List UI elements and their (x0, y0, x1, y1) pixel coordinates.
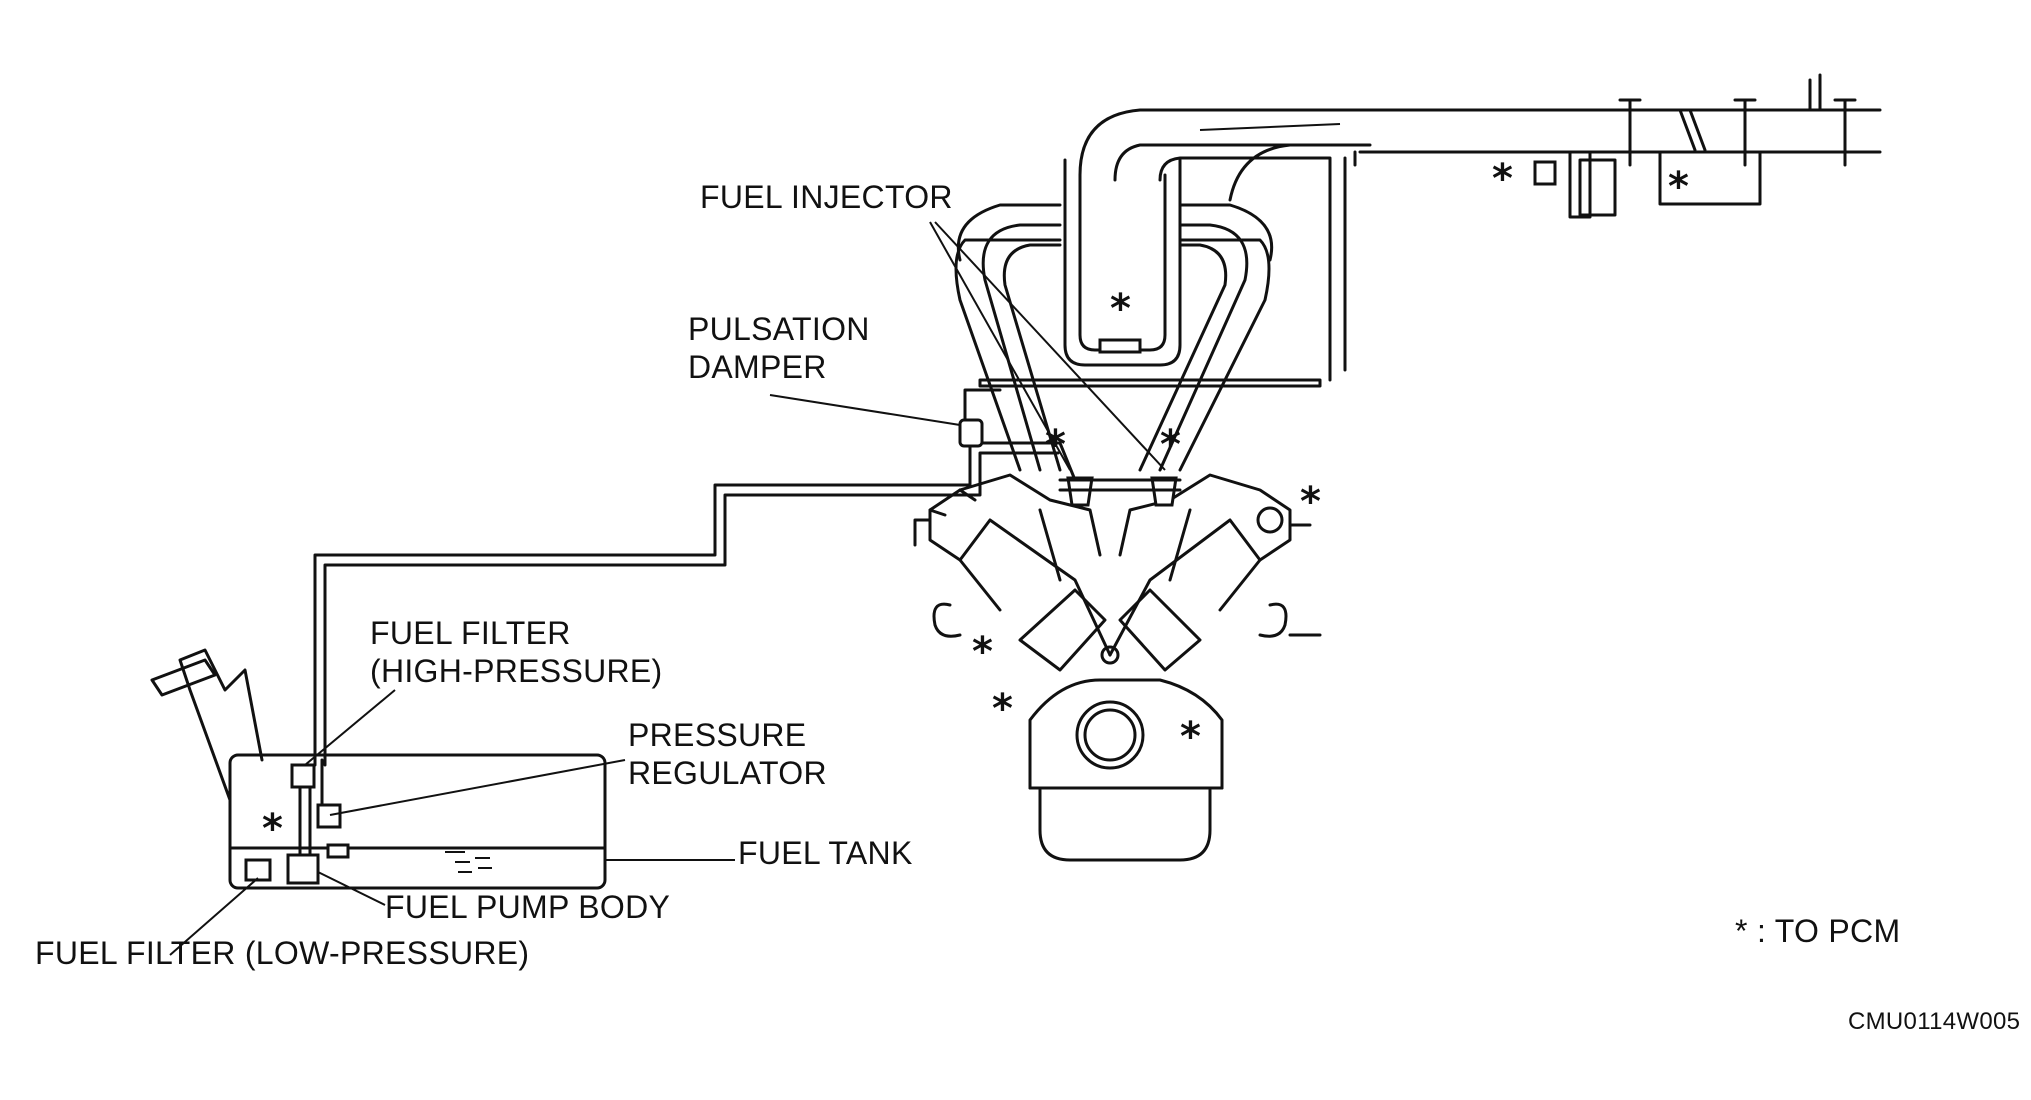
label-fuel-filter-hp-line2: (HIGH-PRESSURE) (370, 653, 663, 689)
pcm-marker: * (1160, 422, 1181, 468)
label-fuel-pump-body: FUEL PUMP BODY (385, 889, 671, 925)
pcm-marker: * (1180, 714, 1201, 760)
label-pressure-regulator-line1: PRESSURE (628, 717, 807, 753)
intake-manifold (954, 73, 1882, 472)
label-pulsation-damper-line2: DAMPER (688, 349, 827, 385)
label-pulsation-damper-line1: PULSATION (688, 311, 870, 347)
figure-code: CMU0114W005 (1848, 1008, 2021, 1035)
pcm-marker: * (972, 629, 993, 675)
leader-lines (169, 221, 1166, 956)
label-fuel-injector: FUEL INJECTOR (700, 179, 953, 215)
pcm-marker: * (1668, 164, 1689, 210)
fuel-supply-line (313, 388, 1077, 767)
legend-to-pcm: * : TO PCM (1735, 913, 1901, 949)
pcm-marker: * (1300, 479, 1321, 525)
pcm-marker: * (262, 806, 283, 852)
fuel-tank (150, 648, 607, 890)
label-pressure-regulator-line2: REGULATOR (628, 755, 827, 791)
pcm-marker: * (1492, 156, 1513, 202)
pcm-markers: * * * * * * * * * * (262, 156, 1689, 852)
fuel-pump-assembly (244, 758, 350, 885)
v-engine (913, 473, 1322, 862)
pcm-marker: * (1110, 286, 1131, 332)
label-fuel-filter-lp: FUEL FILTER (LOW-PRESSURE) (35, 935, 530, 971)
pcm-marker: * (992, 686, 1013, 732)
label-fuel-filter-hp-line1: FUEL FILTER (370, 615, 571, 651)
label-fuel-tank: FUEL TANK (738, 835, 913, 871)
